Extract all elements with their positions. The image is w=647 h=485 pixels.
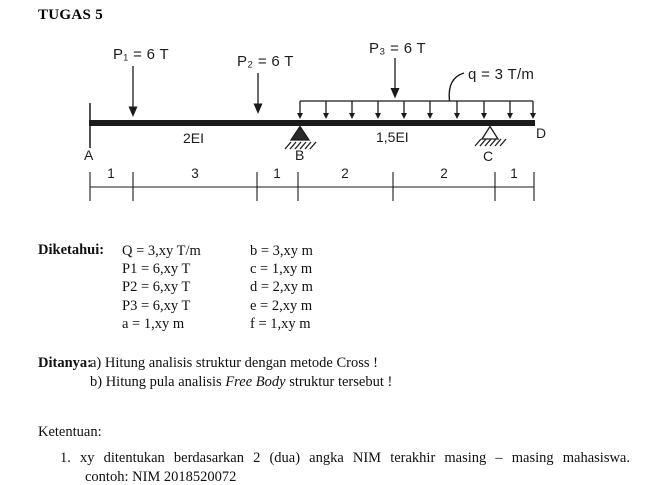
dimension-value: 1	[107, 166, 115, 181]
diketahui-column-1: Q = 3,xy T/m P1 = 6,xy T P2 = 6,xy T P3 …	[122, 242, 201, 333]
ditanya-item-b: b) Hitung pula analisis Free Body strukt…	[90, 374, 392, 391]
ditanya-item-a: a) Hitung analisis struktur dengan metod…	[90, 355, 378, 371]
ditanya-label: Ditanya:	[38, 355, 92, 371]
p3-arrow-icon	[390, 58, 400, 99]
node-a-label: A	[84, 147, 94, 163]
q-leader-line	[448, 72, 465, 102]
diketahui-row: d = 2,xy m	[250, 279, 313, 296]
p2-arrow-icon	[253, 73, 263, 114]
p1-load-label: P₁ = 6 T	[113, 46, 169, 63]
dimension-value: 1	[273, 166, 281, 181]
dimension-value: 1	[510, 166, 518, 181]
p1-arrow-icon	[128, 66, 138, 117]
dimension-value: 2	[440, 166, 448, 181]
dimension-value: 2	[341, 166, 349, 181]
diketahui-row: Q = 3,xy T/m	[122, 243, 201, 259]
diketahui-row: P1 = 6,xy T	[122, 261, 191, 278]
node-c-label: C	[483, 148, 494, 164]
diketahui-row: P2 = 6,xy T	[122, 279, 191, 296]
diketahui-row: c = 1,xy m	[250, 261, 313, 278]
diketahui-row: P3 = 6,xy T	[122, 297, 191, 314]
ketentuan-label: Ketentuan:	[38, 424, 102, 440]
diketahui-row: a = 1,xy m	[122, 315, 185, 332]
ditanya-item-b-text: struktur tersebut !	[285, 374, 393, 390]
ditanya-item-b-italic: Free Body	[225, 374, 286, 390]
support-b-icon	[284, 125, 317, 150]
p3-load-label: P₃ = 6 T	[369, 40, 427, 57]
diketahui-column-2: b = 3,xy m c = 1,xy m d = 2,xy m e = 2,x…	[250, 242, 313, 333]
dimension-line	[89, 172, 535, 201]
ketentuan-item-1-contoh: contoh: NIM 2018520072	[85, 469, 237, 485]
dimension-value: 3	[191, 166, 199, 181]
diketahui-label: Diketahui:	[38, 242, 105, 258]
stiffness-right-label: 1,5EI	[376, 129, 409, 145]
ditanya-item-b-text: b) Hitung pula analisis	[90, 374, 226, 390]
node-d-label: D	[536, 125, 547, 141]
diketahui-row: b = 3,xy m	[250, 243, 313, 259]
page-title: TUGAS 5	[38, 7, 104, 23]
ketentuan-item-1: 1. xy ditentukan berdasarkan 2 (dua) ang…	[60, 450, 630, 466]
support-c-icon	[474, 125, 507, 147]
p2-load-label: P₂ = 6 T	[237, 53, 294, 70]
diketahui-row: f = 1,xy m	[250, 315, 311, 332]
beam-diagram	[89, 58, 536, 201]
distributed-load-icon	[297, 100, 536, 119]
node-b-label: B	[295, 147, 305, 163]
q-load-label: q = 3 T/m	[468, 66, 535, 83]
diketahui-row: e = 2,xy m	[250, 297, 313, 314]
stiffness-left-label: 2EI	[183, 130, 205, 146]
